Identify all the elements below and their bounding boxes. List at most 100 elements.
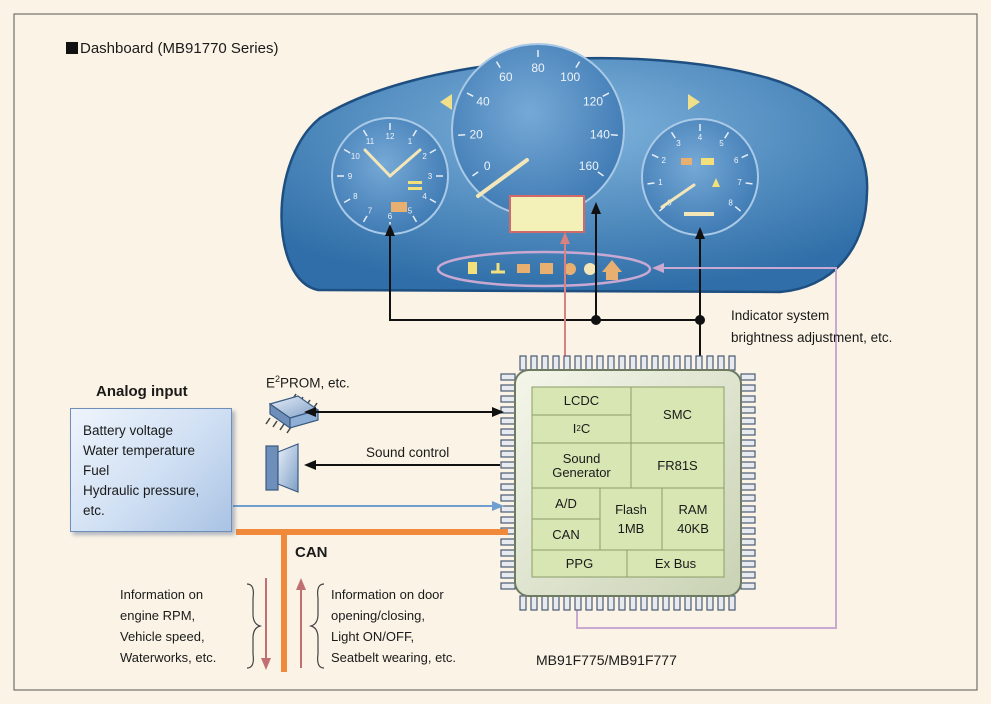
chip-pin (500, 571, 516, 579)
gauge-tick-label: 9 (348, 172, 353, 181)
gauge-tick-mark (412, 129, 418, 137)
chip-pin (740, 494, 756, 502)
tach-indicator-icon (701, 158, 714, 165)
chip-pin (500, 549, 516, 557)
gauge-tick-mark (412, 215, 418, 223)
gauge-tick-label: 7 (368, 206, 373, 215)
gauge-tick-label: 8 (353, 192, 358, 201)
light-lamp-icon (584, 263, 596, 275)
chip-pin (500, 560, 516, 568)
sound-control-label: Sound control (366, 445, 450, 460)
chip-pin (662, 355, 670, 371)
analog-input-item: etc. (83, 503, 105, 518)
arrow-head (492, 407, 504, 417)
chip-pin (629, 355, 637, 371)
chip-pin (706, 595, 714, 611)
chip-pin (552, 595, 560, 611)
analog-input-box: Battery voltage Water temperature Fuel H… (70, 408, 232, 532)
chip-pin (500, 516, 516, 524)
chip-pin (740, 582, 756, 590)
chip-block-exbus: Ex Bus (654, 555, 697, 571)
clock-hour-hand (363, 148, 392, 178)
chip-pin (740, 527, 756, 535)
gauge-tick-mark (670, 131, 676, 139)
chip-block-fr81s: FR81S (657, 457, 698, 473)
chip-pin (500, 417, 516, 425)
indicator-line (576, 267, 837, 629)
warning-triangle-icon (712, 178, 720, 187)
gauge-tick-label: 4 (698, 133, 703, 142)
gauge-tick-label: 2 (662, 156, 667, 165)
page-title: Dashboard (MB91770 Series) (66, 40, 278, 57)
chip-pin (740, 516, 756, 524)
chip-pin (740, 483, 756, 491)
arrow-head (385, 224, 395, 236)
clock-indicator-bar-icon (408, 187, 422, 190)
chip-pin (740, 384, 756, 392)
analog-input-item: Water temperature (83, 443, 196, 458)
left-turn-signal-icon (440, 94, 452, 110)
info-left-line: engine RPM, (120, 608, 196, 623)
chip-pin (607, 355, 615, 371)
engine-lamp-icon (540, 263, 553, 274)
chip-pin (500, 461, 516, 469)
chip-pin (740, 439, 756, 447)
gauge-tick-mark (651, 153, 659, 159)
chip-pin (500, 505, 516, 513)
gauge-tick-mark (362, 215, 368, 223)
chip-pin (717, 595, 725, 611)
brake-lamp-icon (564, 263, 576, 275)
chip-pin (500, 494, 516, 502)
chip-pin (740, 417, 756, 425)
battery-lamp-icon (517, 264, 530, 273)
chip-pin (662, 595, 670, 611)
chip-pin (500, 373, 516, 381)
info-right-line: opening/closing, (331, 608, 425, 623)
chip-pin (706, 355, 714, 371)
chip-pin (673, 355, 681, 371)
speaker-icon (265, 443, 299, 493)
info-left-line: Vehicle speed, (120, 629, 205, 644)
gauge-tick-label: 1 (408, 137, 413, 146)
seatbelt-lamp-icon (602, 260, 622, 280)
gauge-tick-mark (343, 198, 351, 204)
tach-indicator-icon (681, 158, 692, 165)
chip-pin (740, 560, 756, 568)
gauge-tick-label: 60 (499, 70, 513, 84)
clock-indicator-bar-icon (408, 181, 422, 184)
outer-frame (13, 13, 978, 691)
gauge-tick-label: 2 (422, 152, 427, 161)
gauge-tick-label: 10 (351, 152, 360, 161)
gauge-tick-mark (647, 182, 655, 185)
arrow-head (492, 501, 504, 511)
chip-pin (574, 355, 582, 371)
chip-pin (596, 595, 604, 611)
gauge-tick-mark (734, 205, 742, 212)
speedometer-needle (476, 158, 529, 198)
chip-pin (563, 595, 571, 611)
arrow-head (652, 263, 664, 273)
gauge-tick-mark (472, 171, 479, 177)
tachometer-needle (660, 183, 696, 209)
chip-pin (618, 355, 626, 371)
chip-pin (740, 450, 756, 458)
eeprom-label: E2PROM, etc. (266, 374, 350, 391)
gauge-tick-label: 1 (658, 178, 663, 187)
gauge-tick-label: 8 (728, 199, 733, 208)
analog-input-item: Battery voltage (83, 423, 174, 438)
right-brace (308, 583, 325, 669)
arrow-head (296, 578, 306, 590)
gauge-tick-mark (362, 129, 368, 137)
gauge-tick-mark (466, 92, 474, 97)
chip-part-number: MB91F775/MB91F777 (536, 652, 677, 668)
chip-pin (717, 355, 725, 371)
chip-pin (684, 595, 692, 611)
chip-pin (740, 538, 756, 546)
arrow-head (591, 202, 601, 214)
